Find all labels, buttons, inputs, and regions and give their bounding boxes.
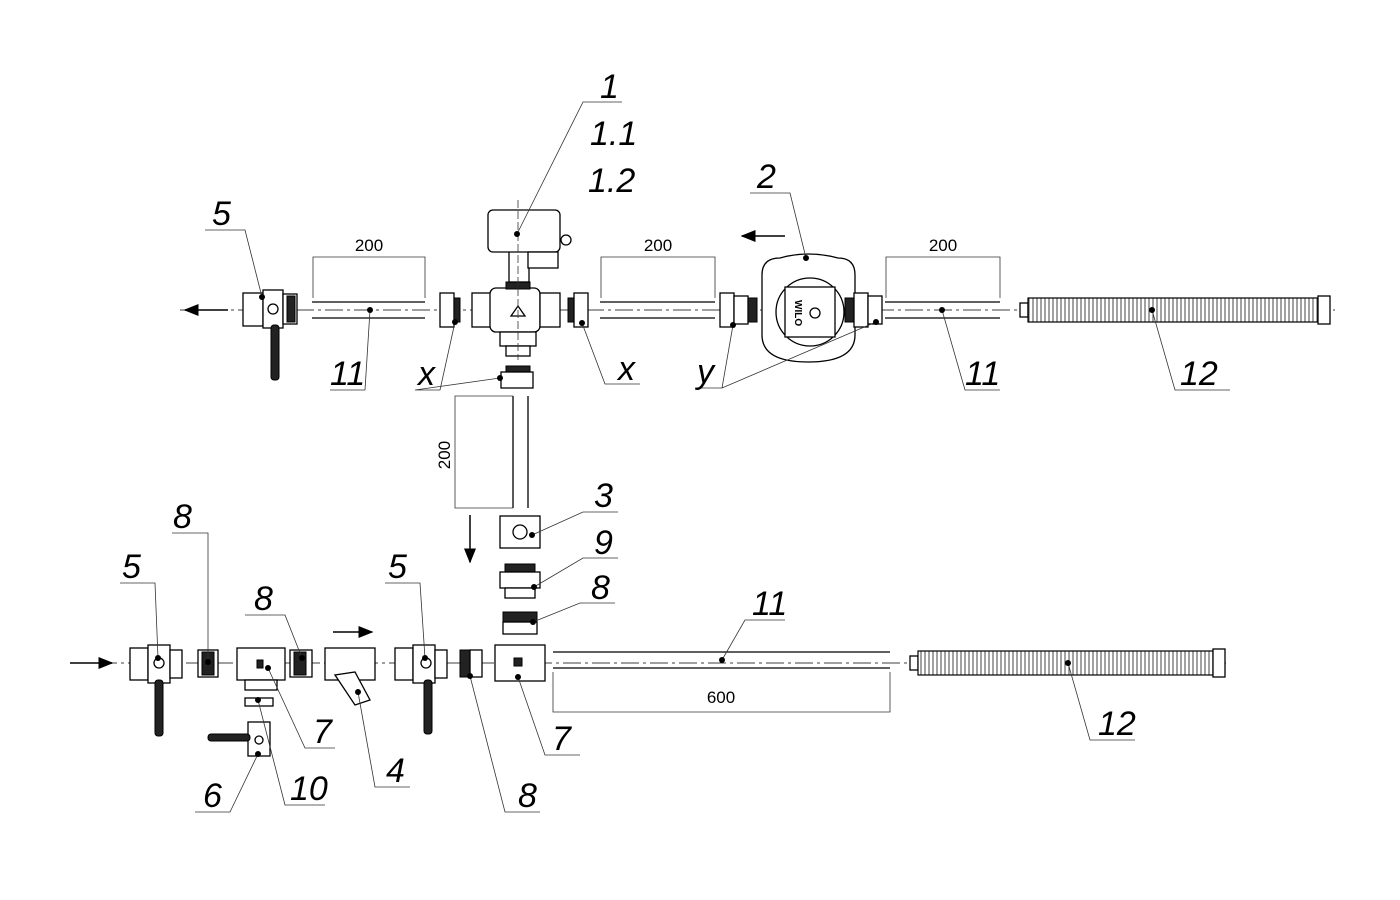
label-8-mid: 8 — [254, 580, 273, 618]
label-8-bottom-right: 8 — [518, 777, 537, 815]
label-10: 10 — [290, 770, 328, 808]
label-11-bottom: 11 — [752, 585, 787, 623]
ball-valve-5-bottom-mid — [394, 644, 448, 735]
label-11-top-left: 11 — [330, 355, 365, 393]
dimension-top-mid: 200 — [600, 236, 716, 298]
label-7-left: 7 — [313, 713, 333, 751]
label-1-1: 1.1 — [590, 115, 637, 153]
tee-7-left — [236, 647, 286, 691]
label-7-right: 7 — [552, 720, 572, 758]
strainer-4 — [324, 647, 376, 706]
svg-text:200: 200 — [644, 236, 672, 255]
label-x-right: x — [616, 350, 636, 388]
drain-valve-6 — [207, 721, 271, 757]
callouts: 1 1.1 1.2 2 5 11 x x y 11 12 3 9 8 11 12… — [120, 68, 1230, 815]
label-4: 4 — [386, 752, 405, 790]
svg-text:200: 200 — [929, 236, 957, 255]
dimension-top-left: 200 — [312, 236, 426, 298]
label-1: 1 — [600, 68, 619, 106]
union-9 — [499, 563, 541, 599]
label-5-bottom-mid: 5 — [388, 548, 407, 586]
label-8-vertical: 8 — [591, 569, 610, 607]
pump-brand-logo: WILO — [792, 300, 803, 326]
dimension-top-right: 200 — [885, 236, 1001, 298]
vertical-pipeline: 200 — [435, 395, 541, 635]
nipple-8-bottom-right — [459, 649, 483, 678]
nipple-8-vertical — [502, 611, 538, 635]
flexible-hose-12-top — [1019, 295, 1331, 325]
ball-valve-5-bottom-left — [129, 644, 183, 737]
label-11-top-right: 11 — [965, 355, 1000, 393]
three-way-valve-1 — [471, 200, 572, 360]
label-8-left: 8 — [173, 498, 192, 536]
fitting-x-bottom — [500, 365, 534, 389]
label-y: y — [695, 353, 716, 391]
label-2: 2 — [756, 158, 776, 196]
fitting-x-left — [439, 292, 461, 328]
label-x-left: x — [416, 355, 436, 393]
svg-text:600: 600 — [707, 688, 735, 707]
label-9: 9 — [594, 524, 613, 562]
label-12-bottom: 12 — [1098, 705, 1136, 743]
dimension-vertical: 200 — [435, 395, 513, 509]
bottom-pipeline: 600 — [70, 626, 1228, 757]
svg-text:200: 200 — [435, 441, 454, 469]
ball-valve-5-top — [242, 289, 298, 381]
label-5-top: 5 — [212, 195, 231, 233]
label-3: 3 — [594, 477, 613, 515]
label-6: 6 — [203, 777, 222, 815]
dimension-bottom: 600 — [552, 672, 891, 713]
circulation-pump-2: WILO — [719, 253, 883, 363]
label-1-2: 1.2 — [588, 162, 635, 200]
nipple-8-mid — [289, 649, 313, 678]
top-pipeline: WILO 200 200 200 — [180, 200, 1335, 389]
label-5-bottom-left: 5 — [122, 548, 141, 586]
svg-text:200: 200 — [355, 236, 383, 255]
check-valve-3 — [499, 515, 541, 549]
label-12-top: 12 — [1180, 355, 1218, 393]
fitting-x-right — [567, 292, 589, 328]
